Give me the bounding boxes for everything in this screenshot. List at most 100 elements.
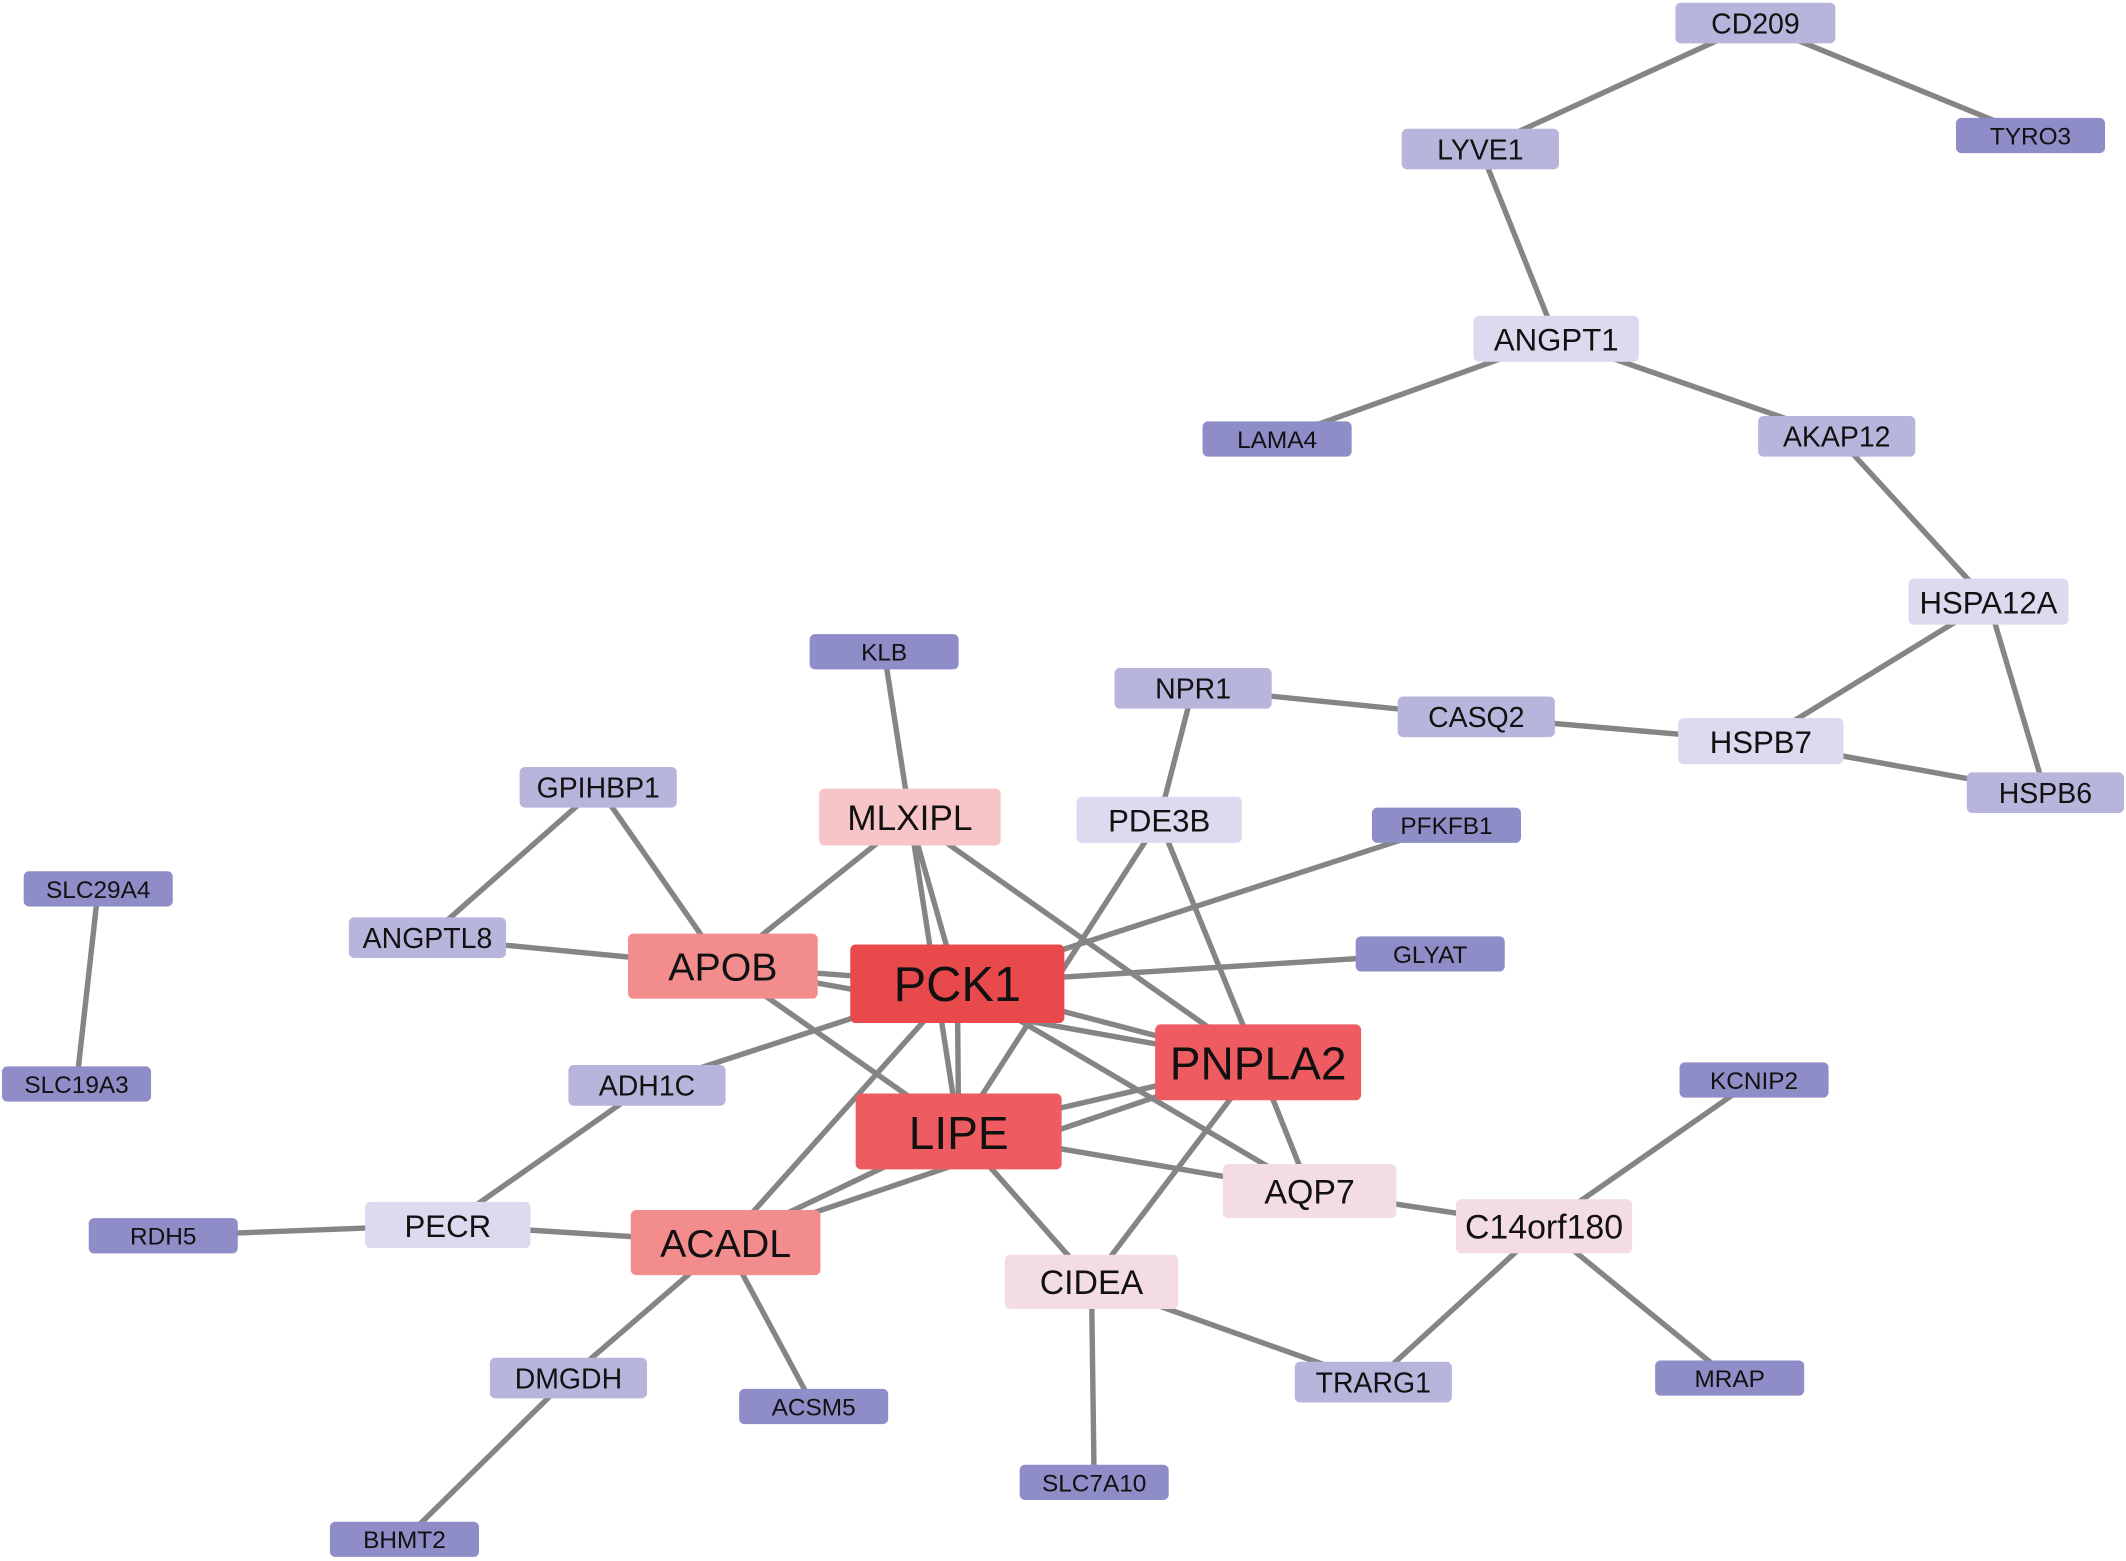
node-pck1[interactable]: PCK1 <box>850 944 1065 1024</box>
node-angpt1[interactable]: ANGPT1 <box>1473 315 1639 362</box>
node-label: ACADL <box>660 1222 791 1266</box>
edge-cd209-lyve1 <box>1479 20 1757 152</box>
node-label: DMGDH <box>515 1363 622 1395</box>
node-lama4[interactable]: LAMA4 <box>1202 421 1352 457</box>
node-label: CIDEA <box>1040 1264 1144 1302</box>
node-rdh5[interactable]: RDH5 <box>88 1218 238 1254</box>
node-box <box>1004 1254 1179 1309</box>
node-label: TYRO3 <box>1990 123 2071 150</box>
node-box <box>348 917 507 959</box>
node-mlxipl[interactable]: MLXIPL <box>819 788 1001 846</box>
node-dmgdh[interactable]: DMGDH <box>489 1357 648 1399</box>
node-box <box>365 1201 531 1248</box>
node-label: PNPLA2 <box>1170 1038 1347 1090</box>
node-angptl8[interactable]: ANGPTL8 <box>348 917 507 959</box>
node-adh1c[interactable]: ADH1C <box>568 1065 726 1106</box>
node-label: C14orf180 <box>1465 1209 1623 1247</box>
node-box <box>819 788 1001 846</box>
node-slc19a3[interactable]: SLC19A3 <box>2 1066 152 1102</box>
node-label: CD209 <box>1711 8 1800 40</box>
node-c14orf180[interactable]: C14orf180 <box>1455 1199 1633 1254</box>
node-cd209[interactable]: CD209 <box>1675 2 1836 44</box>
node-box <box>1401 128 1559 170</box>
node-label: ADH1C <box>599 1071 695 1103</box>
node-hspb7[interactable]: HSPB7 <box>1678 718 1844 765</box>
edge-cidea-slc7a10 <box>1088 1281 1097 1483</box>
node-label: LYVE1 <box>1437 134 1523 166</box>
node-glyat[interactable]: GLYAT <box>1355 936 1505 972</box>
node-box <box>1155 1024 1362 1101</box>
node-label: LIPE <box>909 1107 1009 1159</box>
node-label: GLYAT <box>1393 942 1468 969</box>
node-slc7a10[interactable]: SLC7A10 <box>1019 1464 1169 1501</box>
node-box <box>2 1066 152 1102</box>
node-bhmt2[interactable]: BHMT2 <box>329 1521 479 1557</box>
node-hspb6[interactable]: HSPB6 <box>1966 772 2124 814</box>
node-box <box>1758 415 1916 457</box>
node-box <box>850 944 1065 1024</box>
node-label: ANGPTL8 <box>363 923 493 955</box>
node-label: ANGPT1 <box>1494 323 1619 358</box>
node-box <box>628 933 818 999</box>
node-pde3b[interactable]: PDE3B <box>1076 796 1242 843</box>
node-box <box>519 766 677 808</box>
node-tyro3[interactable]: TYRO3 <box>1955 117 2106 154</box>
node-box <box>489 1357 648 1399</box>
node-klb[interactable]: KLB <box>809 634 959 670</box>
node-label: GPIHBP1 <box>537 773 660 805</box>
node-box <box>1655 1360 1805 1396</box>
node-acsm5[interactable]: ACSM5 <box>739 1388 889 1425</box>
node-box <box>809 634 959 670</box>
node-npr1[interactable]: NPR1 <box>1114 668 1272 709</box>
node-acadl[interactable]: ACADL <box>630 1210 821 1276</box>
node-label: AQP7 <box>1264 1173 1354 1211</box>
node-gpihbp1[interactable]: GPIHBP1 <box>519 766 677 808</box>
node-box <box>1371 807 1522 843</box>
node-box <box>1294 1361 1452 1403</box>
node-pfkfb1[interactable]: PFKFB1 <box>1371 807 1522 843</box>
node-lipe[interactable]: LIPE <box>855 1093 1062 1170</box>
node-kcnip2[interactable]: KCNIP2 <box>1679 1062 1829 1098</box>
node-label: HSPB6 <box>1999 778 2092 810</box>
node-slc29a4[interactable]: SLC29A4 <box>23 871 173 907</box>
node-lyve1[interactable]: LYVE1 <box>1401 128 1559 170</box>
node-label: PFKFB1 <box>1400 813 1492 840</box>
node-casq2[interactable]: CASQ2 <box>1397 696 1555 738</box>
node-box <box>1114 668 1272 709</box>
node-label: KLB <box>861 640 907 667</box>
node-pecr[interactable]: PECR <box>365 1201 531 1248</box>
node-hspa12a[interactable]: HSPA12A <box>1908 578 2069 625</box>
edge-lyve1-angpt1 <box>1477 148 1559 340</box>
node-label: KCNIP2 <box>1710 1068 1798 1095</box>
node-label: SLC7A10 <box>1042 1470 1146 1497</box>
edge-dmgdh-bhmt2 <box>402 1376 571 1542</box>
node-box <box>329 1521 479 1557</box>
node-apob[interactable]: APOB <box>628 933 818 999</box>
node-box <box>568 1065 726 1106</box>
node-mrap[interactable]: MRAP <box>1655 1360 1805 1396</box>
node-pnpla2[interactable]: PNPLA2 <box>1155 1024 1362 1101</box>
node-label: HSPA12A <box>1920 585 2058 620</box>
node-akap12[interactable]: AKAP12 <box>1758 415 1916 457</box>
node-cidea[interactable]: CIDEA <box>1004 1254 1179 1309</box>
node-trarg1[interactable]: TRARG1 <box>1294 1361 1452 1403</box>
node-label: MLXIPL <box>847 799 972 838</box>
node-box <box>1455 1199 1633 1254</box>
node-label: AKAP12 <box>1783 422 1891 454</box>
node-aqp7[interactable]: AQP7 <box>1222 1163 1397 1219</box>
node-label: SLC19A3 <box>24 1072 128 1099</box>
node-label: HSPB7 <box>1710 725 1812 760</box>
node-box <box>1675 2 1836 44</box>
node-label: PECR <box>405 1209 492 1244</box>
node-label: MRAP <box>1694 1366 1764 1393</box>
node-label: PDE3B <box>1108 804 1210 839</box>
edge-slc29a4-slc19a3 <box>73 888 101 1085</box>
node-label: BHMT2 <box>363 1527 446 1554</box>
node-box <box>1202 421 1352 457</box>
node-box <box>1678 718 1844 765</box>
node-label: RDH5 <box>130 1224 196 1251</box>
node-label: APOB <box>668 945 777 989</box>
node-box <box>1019 1464 1169 1501</box>
node-box <box>1222 1163 1397 1219</box>
node-box <box>1355 936 1505 972</box>
